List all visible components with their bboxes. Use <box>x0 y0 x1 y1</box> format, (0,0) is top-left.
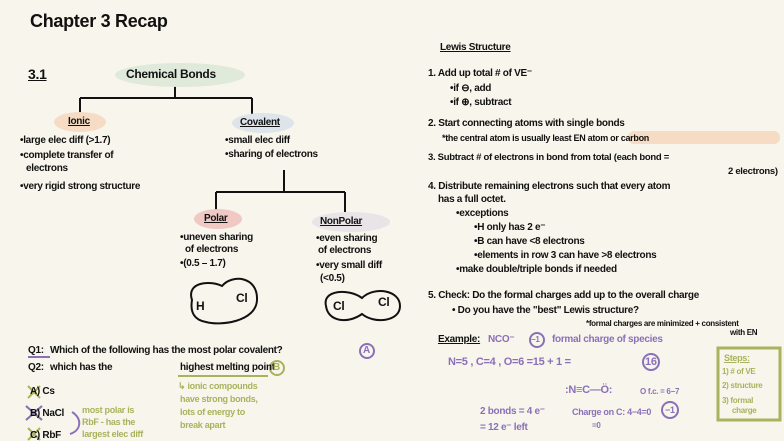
example-species: NCO⁻ <box>488 334 515 345</box>
root-label: Chemical Bonds <box>126 67 216 81</box>
lewis-step: *the central atom is usually least EN at… <box>442 133 649 143</box>
lewis-heading: Lewis Structure <box>440 42 511 53</box>
q2-text: which has the <box>50 362 113 373</box>
bond-note: = 12 e⁻ left <box>480 422 528 433</box>
steps-box <box>716 346 782 422</box>
ionic-note-2: lots of energy to <box>180 407 245 417</box>
nonpolar-bubble <box>312 212 390 232</box>
charge-circle <box>529 332 545 348</box>
carbon-charge: Charge on C: 4−4=0 <box>572 407 652 417</box>
nonpolar-note: of electrons <box>318 245 372 256</box>
hcl-electron-cloud <box>190 277 259 325</box>
nonpolar-note: •even sharing <box>316 233 378 244</box>
answer-circle-q1 <box>359 343 375 359</box>
covalent-note: •sharing of electrons <box>225 149 318 160</box>
bond-note: 2 bonds = 4 e⁻ <box>480 406 545 417</box>
lewis-step: •make double/triple bonds if needed <box>456 264 617 275</box>
ionic-note: •very rigid strong structure <box>20 181 141 192</box>
ionic-label: Ionic <box>68 116 90 127</box>
polar-bubble <box>194 209 242 229</box>
covalent-note: •small elec diff <box>225 135 290 146</box>
polar-note: of electrons <box>185 244 239 255</box>
q1-label: Q1: <box>28 345 44 356</box>
electron-count: N=5 , C=4 , O=6 =15 + 1 = <box>448 356 571 368</box>
lewis-step: •if ⊕, subtract <box>450 97 512 108</box>
steps-item: charge <box>732 406 757 415</box>
q2-text-underlined: highest melting point <box>180 362 275 373</box>
polar-note: •uneven sharing <box>180 232 253 243</box>
lewis-step: 5. Check: Do the formal charges add up t… <box>428 290 699 301</box>
ionic-note-2: break apart <box>180 420 226 430</box>
carbon-charge-sub: =0 <box>592 421 601 430</box>
covalent-bubble <box>232 113 294 133</box>
example-label: Example: <box>438 334 481 345</box>
lewis-step: *formal charges are minimized + consiste… <box>586 319 739 328</box>
ionic-bubble <box>54 112 106 132</box>
lewis-step: 2. Start connecting atoms with single bo… <box>428 118 625 129</box>
answer-note: largest elec diff <box>82 429 143 439</box>
lewis-step: 4. Distribute remaining electrons such t… <box>428 181 671 192</box>
answer-note: most polar is <box>82 405 135 415</box>
atom-cl: Cl <box>236 291 248 305</box>
option: A) Cs <box>30 386 55 397</box>
electron-total: 16 <box>645 356 657 368</box>
steps-item: 1) # of VE <box>722 367 756 376</box>
lewis-step: 1. Add up total # of VE⁻ <box>428 68 532 79</box>
lewis-step: •H only has 2 e⁻ <box>474 222 546 233</box>
steps-title: Steps: <box>724 353 750 363</box>
q2-label: Q2: <box>28 362 44 373</box>
lewis-step: 2 electrons) <box>728 166 778 177</box>
structure-note: O f.c. = 6−7 <box>640 387 680 396</box>
formal-charge: −1 <box>665 405 675 415</box>
steps-item: 2) structure <box>722 381 763 390</box>
total-circle <box>642 353 660 371</box>
lewis-step: •elements in row 3 can have >8 electrons <box>474 250 657 261</box>
lewis-step: • Do you have the "best" Lewis structure… <box>452 305 639 316</box>
nonpolar-label: NonPolar <box>320 216 363 227</box>
lewis-step: •exceptions <box>456 208 509 219</box>
arrow-curve <box>69 411 81 435</box>
page-title: Chapter 3 Recap <box>30 11 168 31</box>
ionic-note: •large elec diff (>1.7) <box>20 135 111 146</box>
q1-text: Which of the following has the most pola… <box>50 345 283 356</box>
answer-note: RbF - has the <box>82 417 136 427</box>
example-note: formal charge of species <box>552 334 663 345</box>
lewis-structure: :N≡C—Ö: <box>565 384 613 396</box>
q2-answer: B <box>273 362 280 373</box>
lewis-step: •B can have <8 electrons <box>474 236 585 247</box>
atom-cl: Cl <box>333 299 345 313</box>
nonpolar-note: •very small diff <box>316 260 382 271</box>
root-bubble <box>115 63 245 87</box>
q1-answer: A <box>363 345 370 356</box>
ionic-note-2: have strong bonds, <box>180 394 258 404</box>
steps-item: 3) formal <box>722 396 754 405</box>
fc-circle <box>661 401 679 419</box>
lewis-step: with EN <box>730 328 758 337</box>
lewis-step: •if ⊖, add <box>450 83 492 94</box>
ionic-note: •complete transfer of <box>20 150 114 161</box>
example-charge: −1 <box>531 335 540 344</box>
covalent-label: Covalent <box>240 117 280 128</box>
answer-circle-q2 <box>269 360 285 376</box>
option: B) NaCl <box>30 408 65 419</box>
section-number: 3.1 <box>28 66 47 82</box>
atom-cl: Cl <box>378 295 390 309</box>
atom-h: H <box>196 299 205 313</box>
ionic-note: electrons <box>26 163 68 174</box>
polar-label: Polar <box>204 213 228 224</box>
polar-note: •(0.5 – 1.7) <box>180 258 226 269</box>
option: C) RbF <box>30 430 61 441</box>
tree-connector-root <box>79 86 253 114</box>
highlight <box>628 131 780 144</box>
ionic-note-2: ↳ ionic compounds <box>178 381 258 391</box>
tree-connector-covalent <box>215 170 346 212</box>
clcl-electron-cloud <box>324 290 402 322</box>
lewis-step: has a full octet. <box>438 194 506 205</box>
lewis-step: 3. Subtract # of electrons in bond from … <box>428 152 669 163</box>
nonpolar-note: (<0.5) <box>320 273 345 284</box>
